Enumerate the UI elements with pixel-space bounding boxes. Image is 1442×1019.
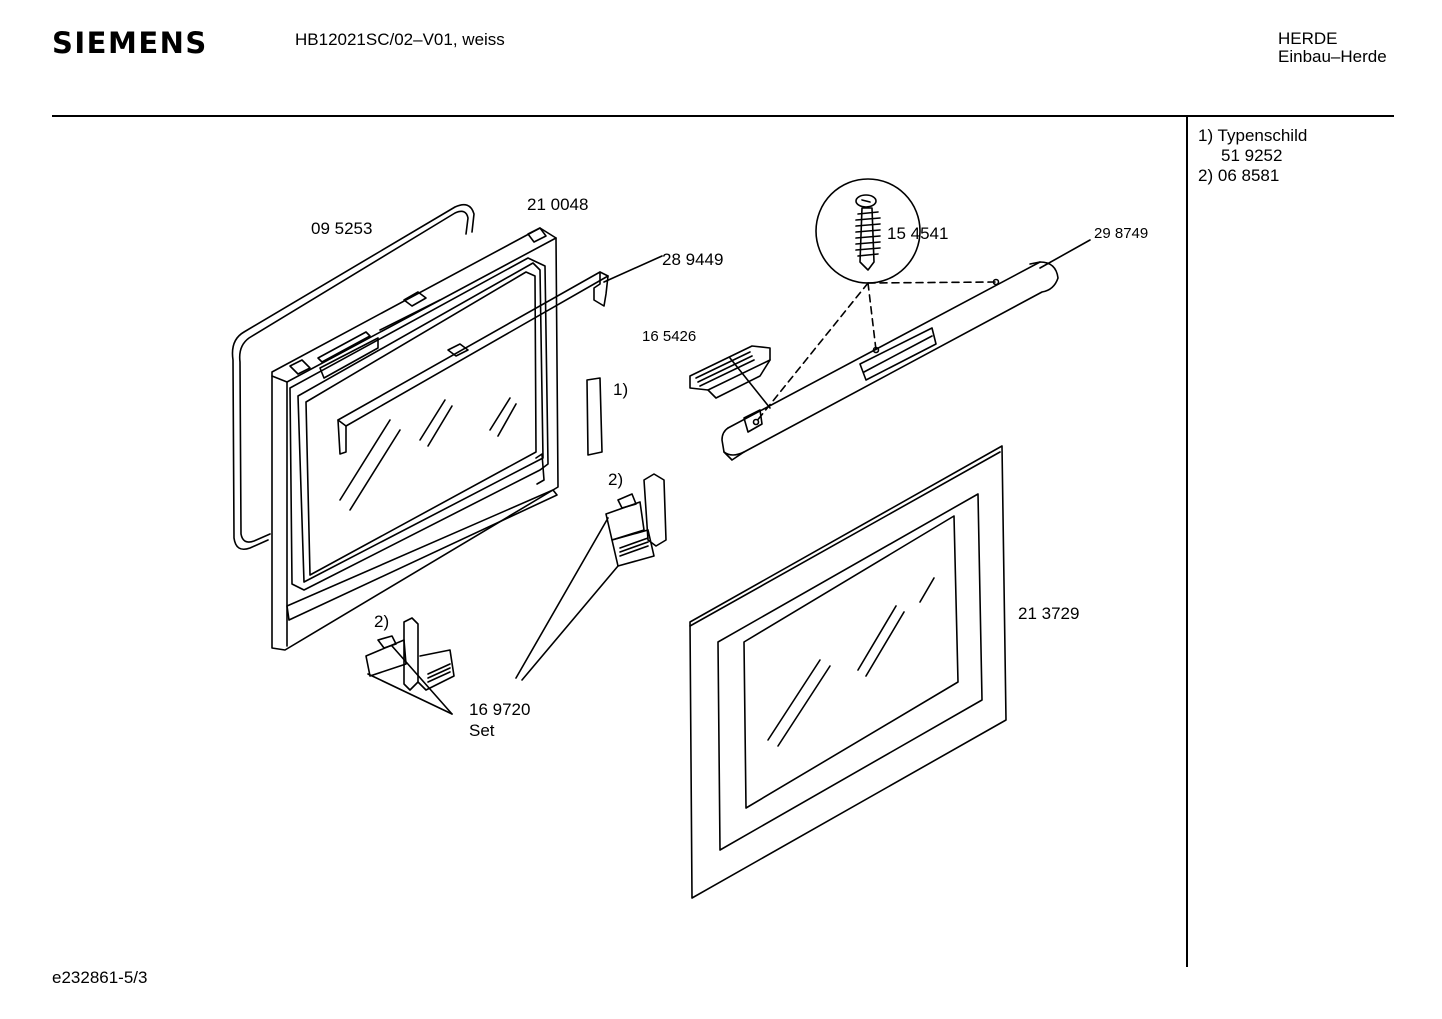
part-label-inner-frame: 21 0048	[527, 195, 589, 214]
door-handle	[721, 261, 1059, 461]
note-item: 2) 06 8581	[1198, 166, 1307, 186]
category-block: HERDE Einbau–Herde	[1278, 30, 1387, 66]
type-label-plate	[586, 377, 603, 456]
header-divider	[52, 115, 1394, 117]
door-gasket	[231, 203, 475, 551]
part-label-hinge-set: 16 9720 Set	[469, 699, 530, 741]
model-title: HB12021SC/02–V01, weiss	[295, 30, 505, 49]
outer-door-glass	[689, 445, 1007, 899]
part-label-hinge-ref-right: 2)	[608, 470, 624, 489]
document-id: e232861-5/3	[52, 968, 148, 987]
hinge-right	[605, 473, 667, 567]
hinge-left	[365, 617, 455, 691]
category-sub: Einbau–Herde	[1278, 47, 1387, 66]
note-text: 06 8581	[1217, 166, 1280, 185]
notes-divider	[1186, 116, 1188, 967]
part-label-type-plate-ref: 1)	[613, 380, 629, 399]
screw-leaders	[755, 281, 997, 423]
part-label-outer-door: 21 3729	[1018, 604, 1080, 623]
hinge-set-note: Set	[469, 721, 495, 740]
handle-clip	[689, 345, 771, 399]
note-item: 1) Typenschild	[1198, 126, 1307, 146]
part-label-hinge-ref-left: 2)	[374, 612, 390, 631]
part-label-gasket: 09 5253	[311, 219, 373, 238]
brand-logo: SIEMENS	[52, 26, 208, 60]
part-label-screw: 15 4541	[887, 224, 949, 243]
note-marker: 2)	[1198, 166, 1214, 185]
category-main: HERDE	[1278, 29, 1338, 48]
note-marker: 1)	[1198, 126, 1214, 145]
part-label-bracket: 28 9449	[662, 250, 724, 269]
part-label-handle: 29 8749	[1094, 225, 1149, 242]
inner-door-frame	[271, 227, 559, 651]
hinge-leaders	[367, 517, 619, 715]
part-label-clip: 16 5426	[642, 328, 697, 345]
note-text: Typenschild	[1217, 126, 1308, 145]
notes-list: 1) Typenschild 51 9252 2) 06 8581	[1198, 126, 1307, 186]
top-bracket	[337, 271, 609, 455]
label-leaders	[603, 239, 1091, 409]
hinge-set-number: 16 9720	[469, 700, 531, 719]
screw-detail	[815, 178, 921, 284]
note-subtext: 51 9252	[1221, 146, 1283, 165]
